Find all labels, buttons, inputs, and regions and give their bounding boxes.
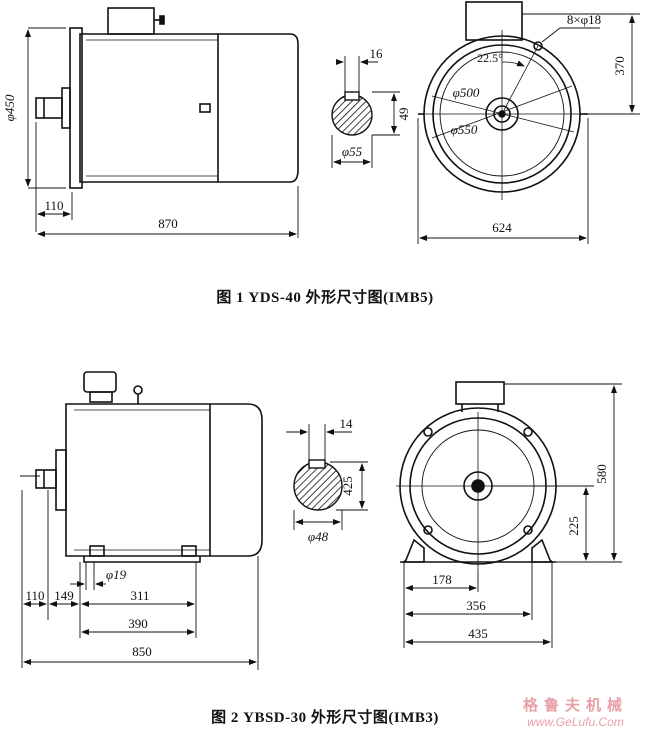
- figure1-key-section: [331, 56, 400, 168]
- fig1-label-49: 49: [396, 108, 411, 121]
- fig1-label-870: 870: [158, 216, 178, 231]
- figure1-side-dims: [25, 27, 299, 238]
- figure2-side-view: [35, 371, 263, 563]
- figure1-caption: 图 1 YDS-40 外形尺寸图(IMB5): [216, 290, 434, 306]
- fig2-label-178: 178: [432, 572, 452, 587]
- fig1-label-d450: φ450: [2, 94, 17, 121]
- fig2-label-d48: φ48: [308, 529, 329, 544]
- fig2-label-435: 435: [468, 626, 488, 641]
- fig2-label-14: 14: [340, 416, 354, 431]
- watermark-url: www.GeLufu.Com: [527, 715, 624, 729]
- figure1-front-dims: [417, 13, 640, 244]
- figure2-side-dims: [20, 475, 259, 670]
- fig1-label-d550: φ550: [451, 122, 478, 137]
- fig1-label-16: 16: [370, 46, 384, 61]
- fig2-label-225: 225: [566, 516, 581, 536]
- fig2-label-425: 425: [340, 476, 355, 496]
- figure2-front-dims: [403, 383, 622, 648]
- fig1-label-d55: φ55: [342, 144, 363, 159]
- fig2-label-311: 311: [130, 588, 149, 603]
- fig2-label-110: 110: [25, 588, 44, 603]
- fig1-label-holes: 8×φ18: [567, 12, 601, 27]
- fig1-label-110: 110: [44, 198, 63, 213]
- watermark: 格鲁夫机械 www.GeLufu.Com: [523, 694, 628, 729]
- fig2-label-d19: φ19: [106, 567, 127, 582]
- fig2-label-149: 149: [54, 588, 74, 603]
- figure2-front-view: [396, 381, 560, 570]
- fig1-label-angle: 22.5°: [477, 51, 503, 65]
- fig2-label-390: 390: [128, 616, 148, 631]
- fig1-label-d500: φ500: [453, 85, 480, 100]
- figure1-side-view: [35, 7, 299, 189]
- fig2-label-580: 580: [594, 464, 609, 484]
- figure2-caption: 图 2 YBSD-30 外形尺寸图(IMB3): [211, 710, 439, 726]
- fig1-label-624: 624: [492, 220, 512, 235]
- figure1-front-view: [418, 1, 588, 200]
- watermark-cn: 格鲁夫机械: [522, 697, 628, 714]
- figure2-key-section: [286, 424, 368, 530]
- fig2-label-356: 356: [466, 598, 486, 613]
- fig1-label-370: 370: [612, 56, 627, 76]
- fig2-label-850: 850: [132, 644, 152, 659]
